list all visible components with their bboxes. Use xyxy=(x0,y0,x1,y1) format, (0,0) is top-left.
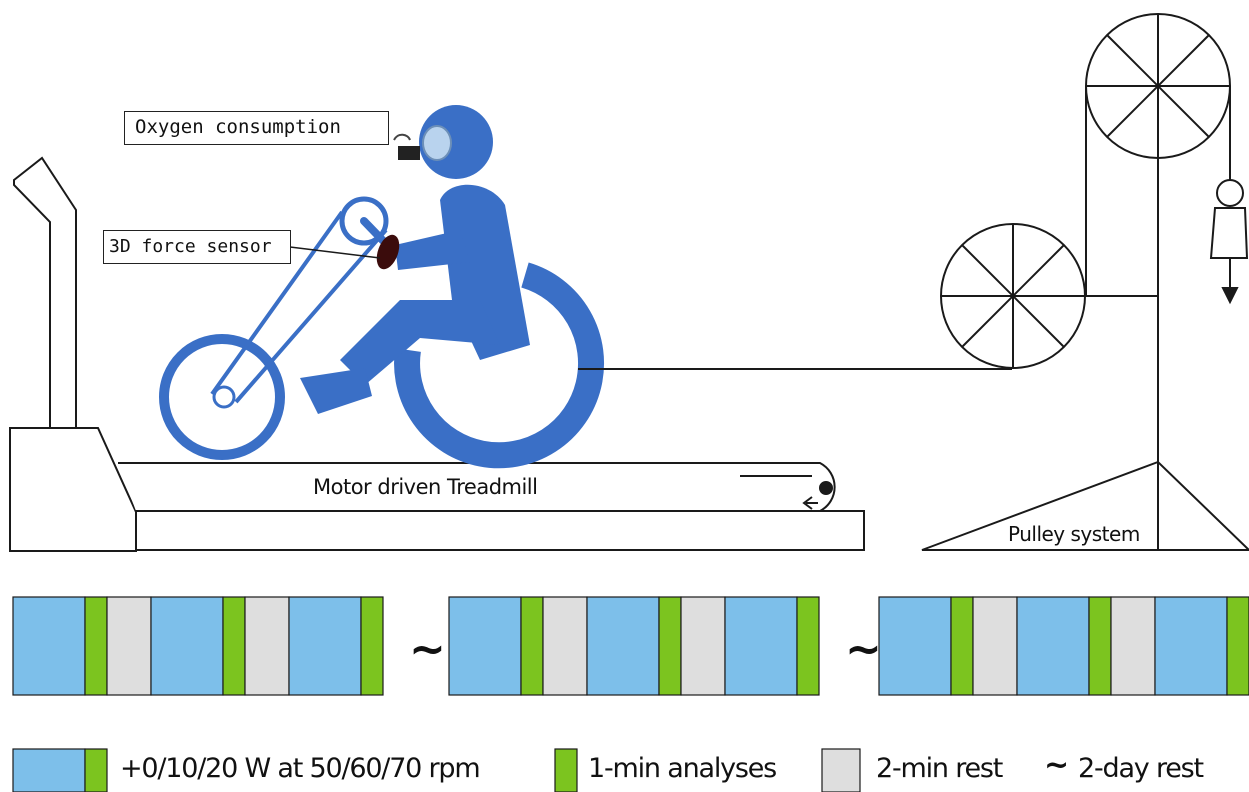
protocol-segment-analysis xyxy=(1088,596,1112,696)
treadmill-base xyxy=(135,510,865,551)
weight-arrow-icon xyxy=(1221,287,1239,305)
protocol-timeline xyxy=(12,596,1249,696)
oxygen-valve-icon xyxy=(398,146,420,160)
protocol-segment-rest xyxy=(244,596,290,696)
protocol-segment-analysis xyxy=(222,596,246,696)
protocol-segment-load xyxy=(586,596,660,696)
protocol-segment-rest xyxy=(106,596,152,696)
protocol-segment-load xyxy=(150,596,224,696)
legend-load-label: +0/10/20 W at 50/60/70 rpm xyxy=(120,753,481,784)
protocol-segment-analysis xyxy=(84,596,108,696)
wheelchair-rear-wheel xyxy=(394,262,605,469)
legend-load-swatch xyxy=(12,748,86,792)
rider-leg xyxy=(300,368,372,414)
treadmill-roller-icon xyxy=(819,481,833,495)
protocol-segment-load xyxy=(1016,596,1090,696)
day-rest-separator-icon: ~ xyxy=(845,624,882,675)
legend-day-rest-label: 2-day rest xyxy=(1078,753,1204,784)
protocol-segment-load xyxy=(724,596,798,696)
treadmill-belt xyxy=(118,462,836,512)
oxygen-consumption-label: Oxygen consumption xyxy=(124,111,389,145)
front-hub xyxy=(212,385,236,409)
legend-swatches xyxy=(12,748,861,792)
legend-analysis-swatch xyxy=(554,748,578,792)
handbike-front-wheel xyxy=(159,334,285,460)
rider-arm xyxy=(395,230,470,270)
protocol-segment-analysis xyxy=(360,596,384,696)
legend-tilde-icon: ~ xyxy=(1044,748,1069,783)
lower-pulley-spokes xyxy=(941,224,1085,368)
handbike-crank xyxy=(339,196,389,246)
pulley-system-label: Pulley system xyxy=(1008,522,1140,546)
protocol-segment-load xyxy=(878,596,952,696)
protocol-segment-analysis xyxy=(1226,596,1249,696)
pulley-base xyxy=(921,460,1249,551)
protocol-segment-analysis xyxy=(520,596,544,696)
treadmill xyxy=(9,156,865,552)
protocol-segment-load xyxy=(448,596,522,696)
day-rest-separator-icon: ~ xyxy=(409,624,446,675)
legend-rest-swatch xyxy=(821,748,861,792)
treadmill-motor-housing xyxy=(9,427,137,552)
handbike-chain xyxy=(210,210,388,404)
protocol-segment-rest xyxy=(680,596,726,696)
protocol-segment-load xyxy=(288,596,362,696)
legend-analysis-label: 1-min analyses xyxy=(588,753,777,784)
legend-load-analysis-swatch xyxy=(84,748,108,792)
protocol-segment-analysis xyxy=(796,596,820,696)
force-sensor-label: 3D force sensor xyxy=(103,230,291,264)
rider-thigh xyxy=(340,300,500,385)
protocol-segment-analysis xyxy=(658,596,682,696)
weight-hook xyxy=(1216,179,1244,207)
protocol-segment-rest xyxy=(1110,596,1156,696)
weight-icon xyxy=(1209,207,1249,259)
pulley-system xyxy=(921,13,1249,551)
oxygen-mask-icon xyxy=(422,125,452,161)
treadmill-handle xyxy=(13,156,77,429)
treadmill-direction-arrow-icon xyxy=(740,475,818,510)
legend-rest-label: 2-min rest xyxy=(876,753,1003,784)
force-sensor-leader-line xyxy=(289,246,381,259)
treadmill-label: Motor driven Treadmill xyxy=(313,475,538,499)
protocol-segment-rest xyxy=(972,596,1018,696)
handbike-rider xyxy=(159,105,605,469)
protocol-segment-load xyxy=(1154,596,1228,696)
protocol-segment-rest xyxy=(542,596,588,696)
protocol-segment-analysis xyxy=(950,596,974,696)
protocol-segment-load xyxy=(12,596,86,696)
session-separators: ~~ xyxy=(409,624,882,675)
force-sensor-icon xyxy=(376,234,400,270)
